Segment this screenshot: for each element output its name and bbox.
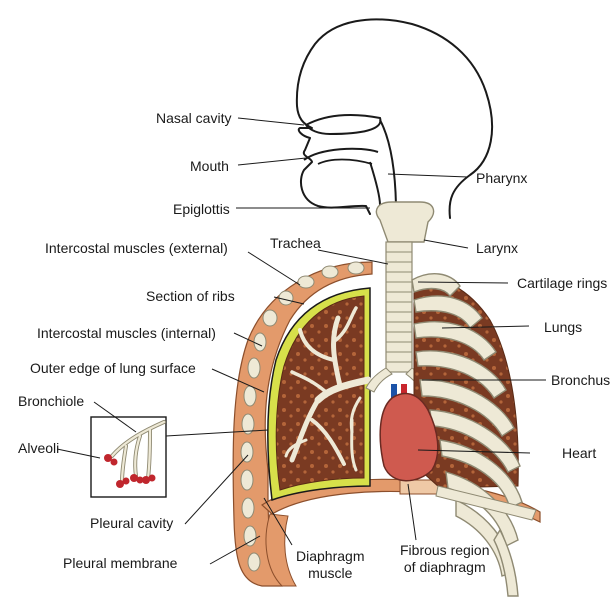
label-pleural-cavity: Pleural cavity bbox=[90, 515, 173, 531]
label-fibrous-region: Fibrous region of diaphragm bbox=[400, 542, 490, 576]
label-heart: Heart bbox=[562, 445, 596, 461]
nasal-cavity-shape bbox=[306, 115, 380, 134]
label-bronchus: Bronchus bbox=[551, 372, 610, 388]
label-pleural-membrane: Pleural membrane bbox=[63, 555, 177, 571]
label-alveoli: Alveoli bbox=[18, 440, 59, 456]
larynx-shape bbox=[376, 202, 433, 242]
label-outer-edge-lung: Outer edge of lung surface bbox=[30, 360, 196, 376]
label-larynx: Larynx bbox=[476, 240, 518, 256]
label-mouth: Mouth bbox=[190, 158, 229, 174]
label-intercostal-internal: Intercostal muscles (internal) bbox=[37, 325, 216, 341]
label-section-of-ribs: Section of ribs bbox=[146, 288, 235, 304]
label-diaphragm-muscle: Diaphragm muscle bbox=[296, 548, 364, 582]
label-cartilage-rings: Cartilage rings bbox=[517, 275, 607, 291]
label-nasal-cavity: Nasal cavity bbox=[156, 110, 231, 126]
label-pharynx: Pharynx bbox=[476, 170, 527, 186]
label-intercostal-external: Intercostal muscles (external) bbox=[45, 240, 228, 256]
label-lungs: Lungs bbox=[544, 319, 582, 335]
bronchiole-inset bbox=[91, 417, 166, 497]
label-trachea: Trachea bbox=[270, 235, 321, 251]
label-epiglottis: Epiglottis bbox=[173, 201, 230, 217]
label-bronchiole: Bronchiole bbox=[18, 393, 84, 409]
head-outline bbox=[297, 19, 492, 218]
